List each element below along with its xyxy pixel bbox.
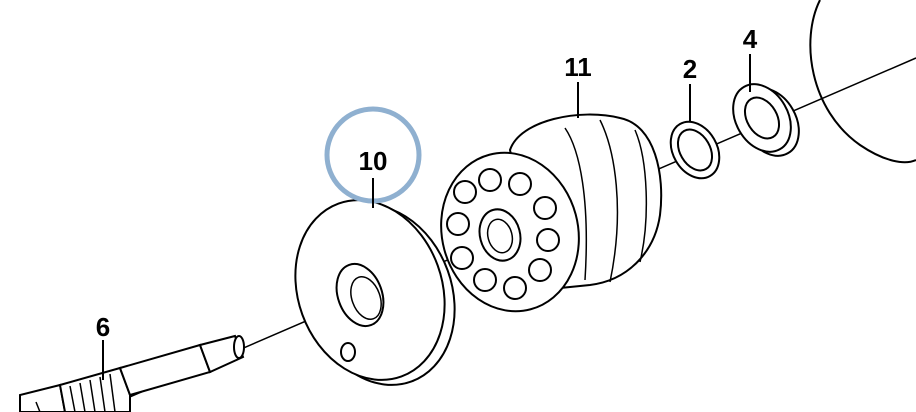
label-2: 2 [683, 54, 697, 84]
cylinder-block-part-11 [440, 113, 663, 313]
label-6: 6 [96, 312, 110, 342]
housing-part [809, 0, 916, 164]
label-11: 11 [564, 52, 592, 82]
shaft-part-6 [19, 334, 245, 412]
label-10: 10 [359, 146, 388, 176]
plate-part-10 [294, 199, 456, 386]
bearing-part-4 [732, 83, 800, 157]
ring-part-2 [669, 120, 721, 180]
label-4: 4 [743, 24, 758, 54]
